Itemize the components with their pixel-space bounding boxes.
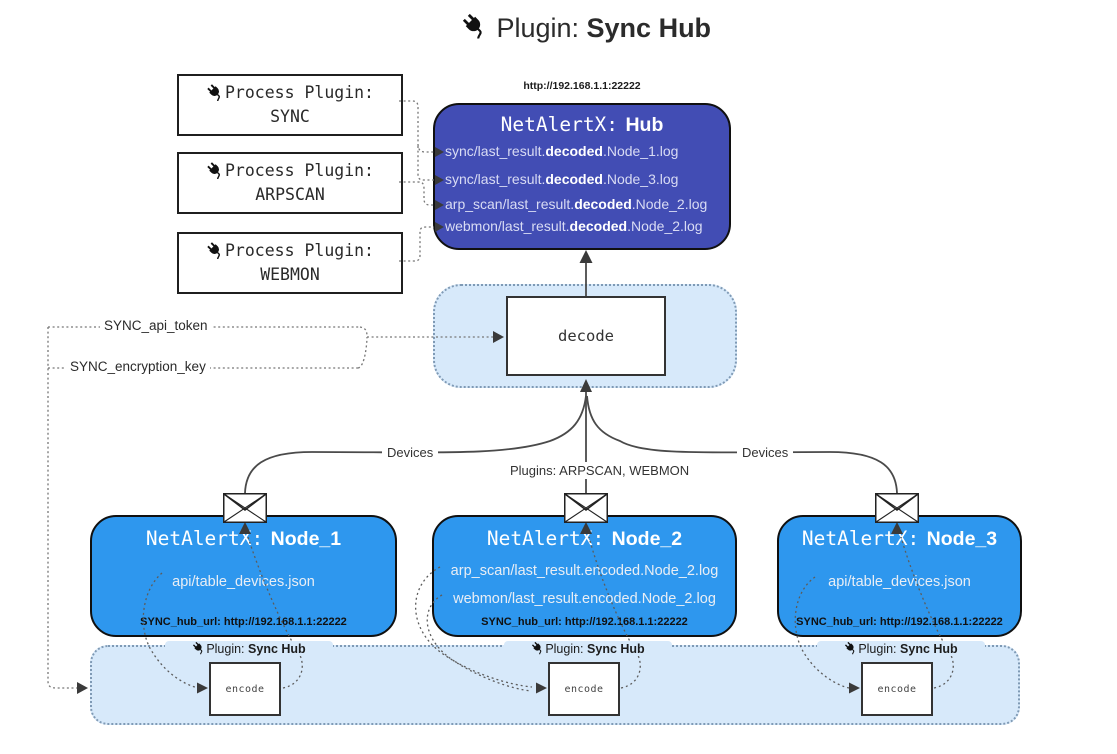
node-1-box: NetAlertX:Node_1 api/table_devices.json … [90,515,397,637]
encode-box: encode [548,662,620,716]
process-plugin-box-sync: Process Plugin: SYNC [177,74,403,136]
process-plugin-label: Process Plugin: [206,81,374,105]
node-2-box: NetAlertX:Node_2 arp_scan/last_result.en… [432,515,737,637]
node-file: api/table_devices.json [828,574,971,590]
process-plugin-box-arpscan: Process Plugin: ARPSCAN [177,152,403,214]
page-title-name: Sync Hub [586,12,712,43]
plug-icon [461,12,489,40]
node-file: api/table_devices.json [172,574,315,590]
node-file: arp_scan/last_result.encoded.Node_2.log [450,563,719,579]
plug-icon [206,161,225,180]
page-title-prefix: Plugin: [496,12,580,43]
node-hub-url: SYNC_hub_url: http://192.168.1.1:22222 [481,616,688,628]
node-file: webmon/last_result.encoded.Node_2.log [453,591,716,607]
node-title: NetAlertX:Node_2 [486,527,683,550]
sync-encryption-key-label: SYNC_encryption_key [66,359,210,374]
edge-label-devices-left: Devices [382,444,439,461]
process-plugin-name: ARPSCAN [255,185,325,204]
node-title: NetAlertX:Node_1 [145,527,342,550]
edge-label-plugins: Plugins: ARPSCAN, WEBMON [505,462,689,479]
hub-log-line: sync/last_result.decoded.Node_3.log [445,171,679,187]
plug-icon [844,641,858,655]
hub-log-line: webmon/last_result.decoded.Node_2.log [445,218,703,234]
process-plugin-label: Process Plugin: [206,239,374,263]
node-3-box: NetAlertX:Node_3 api/table_devices.json … [777,515,1022,637]
encode-plugin-label: Plugin: Sync Hub [817,641,985,656]
hub-log-line: arp_scan/last_result.decoded.Node_2.log [445,196,708,212]
hub-title: NetAlertX:Hub [500,113,664,136]
node-hub-url: SYNC_hub_url: http://192.168.1.1:22222 [796,616,1003,628]
process-plugin-box-webmon: Process Plugin: WEBMON [177,232,403,294]
envelope-icon [564,493,608,523]
hub-box [433,103,731,250]
encode-plugin-label: Plugin: Sync Hub [165,641,333,656]
plug-icon [192,641,206,655]
edge-label-devices-right: Devices [737,444,794,461]
plug-icon [206,83,225,102]
process-plugin-name: WEBMON [260,265,320,284]
plug-icon [531,641,545,655]
hub-url-label: http://192.168.1.1:22222 [523,80,641,92]
envelope-icon [875,493,919,523]
encode-box: encode [861,662,933,716]
encode-box: encode [209,662,281,716]
process-plugin-label: Process Plugin: [206,159,374,183]
decode-box: decode [506,296,666,376]
envelope-icon [223,493,267,523]
node-hub-url: SYNC_hub_url: http://192.168.1.1:22222 [140,616,347,628]
node-title: NetAlertX:Node_3 [801,527,998,550]
hub-log-line: sync/last_result.decoded.Node_1.log [445,143,679,159]
page-title: Plugin: Sync Hub [436,12,736,44]
encode-plugin-label: Plugin: Sync Hub [504,641,672,656]
plug-icon [206,241,225,260]
process-plugin-name: SYNC [270,107,310,126]
sync-api-token-label: SYNC_api_token [100,318,212,333]
